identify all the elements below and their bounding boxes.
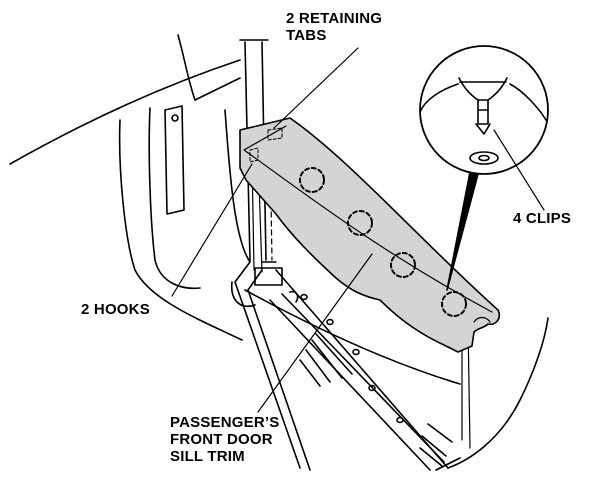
leader-sill-trim [257,253,373,413]
leader-clips [493,129,545,211]
retaining-tabs-line-1: 2 RETAINING [286,10,383,27]
sill-trim-panel [239,117,501,353]
clip-4-icon [441,291,467,317]
clips-label: 4 CLIPS [513,210,571,227]
retaining-tabs-line-2: TABS [286,27,327,44]
hooks-label: 2 HOOKS [81,301,150,318]
clip-1-icon [299,167,325,193]
sill-trim-line-1: PASSENGER’S [170,414,280,431]
clips-line-1: 4 CLIPS [513,210,572,227]
leader-hooks [171,163,253,297]
sill-trim-line-2: FRONT DOOR [170,431,273,448]
clip-3-icon [390,252,416,278]
car-body-frame [9,34,269,341]
leader-lines [171,47,545,413]
clip-circles [299,167,467,317]
hooks-line-1: 2 HOOKS [81,301,150,318]
sill-trim-label: PASSENGER’S FRONT DOOR SILL TRIM [170,414,279,465]
sill-trim-line-3: SILL TRIM [170,448,245,465]
leader-retaining-tabs [273,47,359,129]
clip-2-icon [347,210,373,236]
magnifier-pointer [446,171,479,291]
sill-holes [300,293,404,424]
clip-detail-magnifier [419,45,549,175]
retaining-tabs-label: 2 RETAINING TABS [286,10,382,44]
sill-rocker [230,261,549,471]
